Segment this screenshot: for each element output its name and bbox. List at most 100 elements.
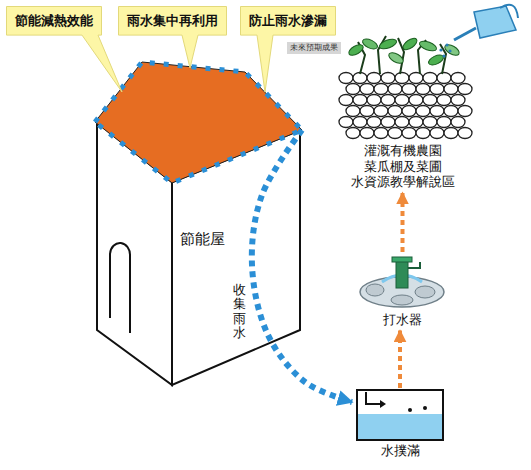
tank-water: [358, 414, 442, 439]
stone: [388, 128, 402, 139]
stone: [451, 73, 465, 84]
node-label: 水撲滿: [355, 443, 445, 459]
tank-drop: [423, 406, 427, 410]
water-drop: [439, 48, 442, 51]
stone: [423, 73, 437, 84]
watering-can-spout: [454, 28, 476, 40]
garden-plants: [347, 36, 461, 74]
stone: [374, 84, 388, 95]
stone: [423, 117, 437, 128]
watering-can-handle: [500, 5, 518, 18]
leaf: [418, 39, 438, 53]
stone: [437, 117, 451, 128]
callout-bubble: 節能減熱效能: [6, 6, 102, 36]
callout-bubble: 雨水集中再利用: [118, 6, 227, 36]
stone: [381, 95, 395, 106]
stone: [444, 84, 458, 95]
garden-stones: [339, 73, 472, 139]
pump-pipe: [408, 262, 420, 268]
stone: [360, 106, 374, 117]
stone: [444, 106, 458, 117]
stone: [402, 106, 416, 117]
node-label: 灌溉有機農園 菜瓜棚及菜圃 水資源教學解說區: [330, 143, 475, 190]
water-drop: [442, 54, 445, 57]
stone: [388, 84, 402, 95]
stone: [339, 73, 353, 84]
stone: [374, 128, 388, 139]
stone: [409, 95, 423, 106]
pump-stone: [366, 284, 384, 296]
stone: [409, 117, 423, 128]
note-label: 未來預期成果: [287, 42, 341, 54]
callout-outline: [119, 7, 227, 69]
callout-text: 雨水集中再利用: [127, 13, 218, 29]
pump-stone: [391, 295, 413, 305]
stone: [395, 73, 409, 84]
leaf: [443, 43, 461, 58]
stone: [346, 84, 360, 95]
stone: [430, 128, 444, 139]
stone: [416, 84, 430, 95]
leaf: [347, 43, 365, 58]
tank-node: 水撲滿: [355, 388, 445, 459]
rain-flow-arrow: [252, 130, 352, 402]
stone: [444, 128, 458, 139]
leaf: [378, 37, 398, 51]
house-door: [110, 243, 130, 333]
stone: [423, 95, 437, 106]
stone: [451, 95, 465, 106]
stone: [388, 106, 402, 117]
water-drop: [448, 49, 451, 52]
stone: [339, 117, 353, 128]
pump-node: 打水器: [355, 252, 450, 328]
stone: [416, 106, 430, 117]
stone: [451, 117, 465, 128]
stone: [402, 84, 416, 95]
callout-text: 防止雨水滲漏: [249, 13, 327, 29]
node-label: 節能屋: [180, 230, 225, 248]
callout-outline: [7, 7, 123, 93]
pump-flow-arrow: [398, 331, 402, 388]
leaf: [361, 37, 379, 51]
leaf: [387, 51, 405, 66]
house-roof: [95, 62, 302, 183]
stone: [374, 106, 388, 117]
stone: [360, 84, 374, 95]
house-node: 節能屋: [95, 55, 302, 387]
garden-node: 灌溉有機農園 菜瓜棚及菜圃 水資源教學解說區: [330, 35, 475, 190]
tank-inlet: [366, 392, 380, 404]
stone: [381, 117, 395, 128]
stone: [458, 84, 472, 95]
stone: [367, 73, 381, 84]
pump-stone: [415, 286, 435, 298]
stone: [416, 128, 430, 139]
stone: [458, 106, 472, 117]
stone: [353, 95, 367, 106]
stone: [402, 128, 416, 139]
water-drop: [445, 43, 448, 46]
stone: [437, 95, 451, 106]
stone: [395, 117, 409, 128]
leaf: [401, 36, 419, 52]
roof-gutter: [95, 62, 302, 183]
stone: [430, 84, 444, 95]
leaf: [427, 53, 445, 67]
stone: [353, 117, 367, 128]
stone: [360, 128, 374, 139]
pump-body: [396, 260, 408, 288]
stone: [395, 95, 409, 106]
stone: [409, 73, 423, 84]
stone: [430, 106, 444, 117]
stone: [458, 128, 472, 139]
node-label: 打水器: [355, 312, 450, 328]
plant-stem: [358, 36, 446, 74]
callout-bubble: 防止雨水滲漏: [240, 6, 336, 36]
tank-drop: [408, 408, 412, 412]
watering-can: [474, 6, 516, 38]
stone: [346, 128, 360, 139]
stone: [367, 117, 381, 128]
stone: [353, 73, 367, 84]
pump-cap: [392, 257, 412, 262]
stone: [346, 106, 360, 117]
